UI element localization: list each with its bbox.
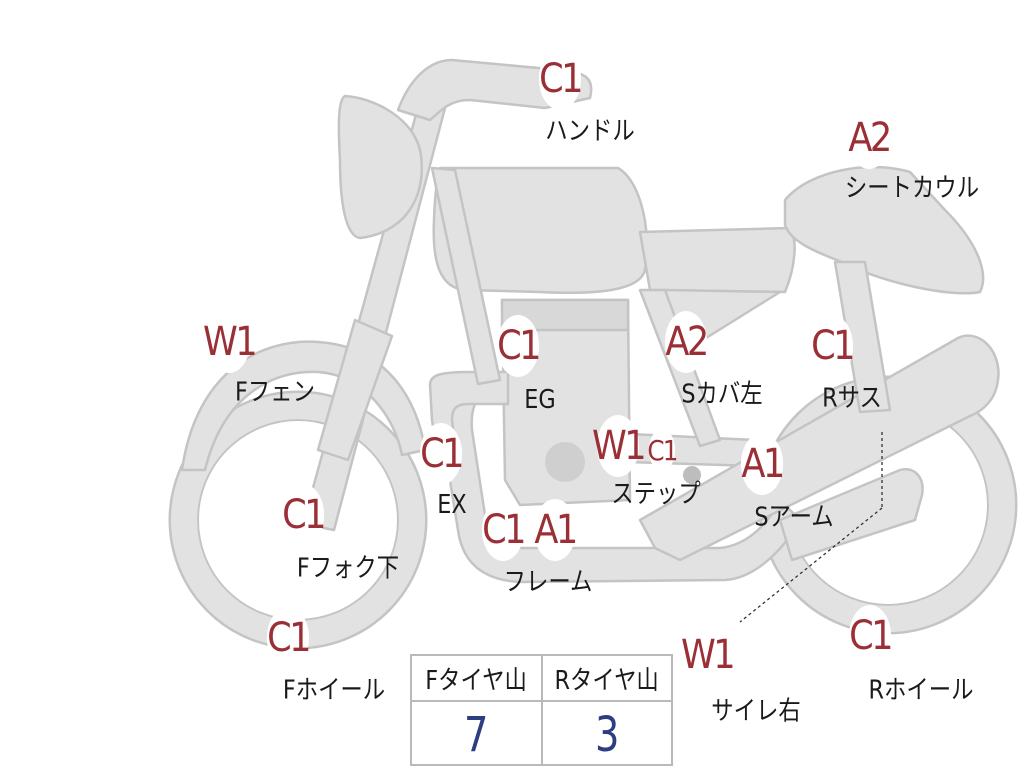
grade-badge-step-secondary: C1 — [647, 429, 678, 471]
label-engine: EG — [524, 385, 556, 415]
label-r-wheel: Rホイール — [868, 675, 974, 706]
label-f-fork-lower: Fフォク下 — [296, 553, 400, 584]
headlight-cowl — [337, 94, 424, 240]
frame-down-tube — [430, 166, 502, 386]
engine-crank-cover — [545, 442, 585, 482]
muffler — [778, 467, 924, 562]
grade-badge-engine: C1 — [496, 315, 541, 377]
grade-badge-s-cover-left: A2 — [664, 311, 709, 373]
swing-arm — [638, 334, 1000, 562]
label-f-wheel: Fホイール — [282, 675, 386, 706]
step-peg — [683, 466, 701, 484]
grade-badge-r-suspension: C1 — [810, 315, 855, 377]
grade-badge-frame: C1 — [481, 499, 526, 561]
rear-tire-value: 3 — [594, 706, 620, 763]
label-muffler-right: サイレ右 — [711, 696, 801, 727]
label-f-fender: Fフェン — [235, 377, 315, 408]
fork-sleeve — [316, 318, 394, 462]
grade-badge-frame-secondary: A1 — [533, 499, 578, 561]
grade-badge-step: W1 — [592, 415, 647, 477]
label-swing-arm: Sアーム — [754, 502, 834, 533]
grade-badge-handle: C1 — [538, 48, 583, 110]
grade-badge-seat-cowl: A2 — [847, 107, 892, 169]
label-handle: ハンドル — [545, 116, 635, 147]
tire-tread-table: Fタイヤ山 Rタイヤ山 7 3 — [410, 654, 673, 766]
front-tire-header: Fタイヤ山 — [425, 666, 528, 696]
rear-tire-header: Rタイヤ山 — [554, 666, 660, 696]
label-seat-cowl: シートカウル — [844, 173, 980, 204]
front-tire-value: 7 — [464, 706, 489, 763]
label-step: ステップ — [611, 479, 701, 510]
seat — [638, 226, 796, 294]
label-r-suspension: Rサス — [822, 383, 882, 414]
grade-badge-f-wheel: C1 — [266, 607, 311, 669]
label-s-cover-left: Sカバ左 — [681, 379, 763, 410]
label-exhaust: EX — [437, 490, 467, 520]
muffler-leader-diagonal — [739, 507, 883, 623]
fuel-tank — [432, 166, 649, 295]
grade-badge-f-fender: W1 — [203, 311, 258, 373]
table-divider-vertical — [541, 656, 543, 764]
grade-badge-swing-arm: A1 — [740, 433, 785, 495]
grade-badge-muffler-right: W1 — [681, 624, 736, 686]
label-frame: フレーム — [503, 567, 593, 598]
grade-badge-f-fork-lower: C1 — [281, 484, 326, 546]
grade-badge-exhaust: C1 — [419, 423, 464, 485]
grade-badge-r-wheel: C1 — [848, 605, 893, 667]
